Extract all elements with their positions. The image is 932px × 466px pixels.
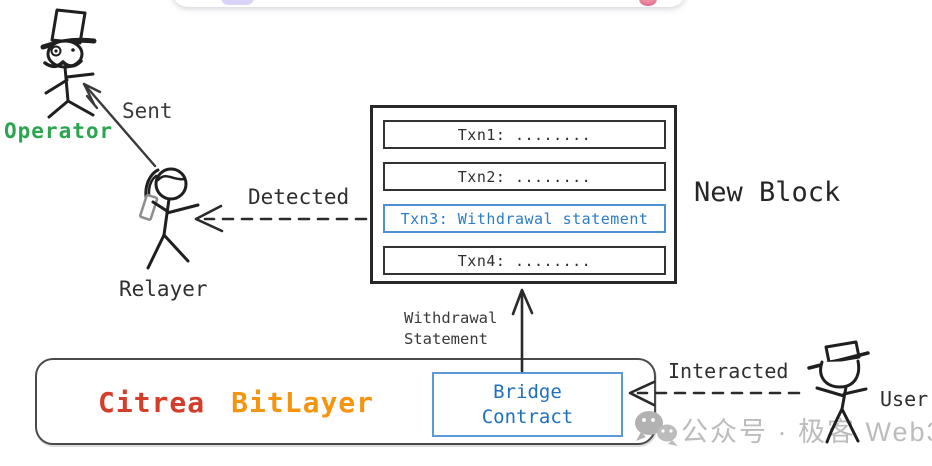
detected-arrow: [194, 204, 368, 233]
user-label: User: [880, 387, 929, 411]
phone-icon: [139, 193, 159, 221]
bridge-contract-box: Bridge Contract: [432, 372, 623, 437]
operator-label: Operator: [4, 119, 114, 143]
citrea-label: Citrea: [98, 386, 206, 419]
txn4-row: Txn4: ........: [383, 246, 666, 275]
sent-arrow-label: Sent: [122, 99, 173, 123]
txn1-row: Txn1: ........: [383, 120, 666, 149]
txn2-row: Txn2: ........: [383, 162, 666, 191]
new-block-box: Txn1: ........ Txn2: ........ Txn3: With…: [370, 105, 677, 284]
monocle-icon: [50, 45, 62, 57]
interacted-arrow-label: Interacted: [668, 359, 789, 383]
toolbar-tab-indicator: [221, 0, 254, 5]
withdrawal-statement-label: Withdrawal Statement: [404, 309, 498, 348]
detected-arrow-label: Detected: [248, 185, 350, 209]
watermark-text: 公众号 · 极客 Web3: [681, 417, 932, 447]
new-block-title: New Block: [694, 177, 841, 208]
bitlayer-label: BitLayer: [231, 386, 375, 419]
txn3-withdrawal-row: Txn3: Withdrawal statement: [383, 204, 666, 233]
mustache-icon: [43, 59, 83, 68]
relayer-figure: [139, 167, 200, 270]
operator-figure: [40, 8, 97, 119]
toolbar-remnant: [172, 0, 686, 7]
layer2-names: Citrea BitLayer: [98, 386, 374, 419]
record-button-icon: [639, 0, 657, 6]
relayer-label: Relayer: [119, 277, 208, 301]
